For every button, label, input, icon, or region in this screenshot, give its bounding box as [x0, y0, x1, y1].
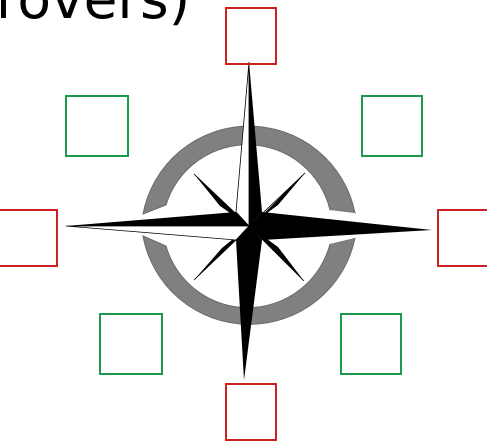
east-box: [438, 210, 487, 266]
star-point-west-light: [66, 226, 249, 240]
star-point-south: [236, 226, 262, 380]
compass-rose-icon: [66, 62, 432, 380]
west-box: [0, 210, 57, 266]
southeast-box: [341, 314, 401, 374]
southwest-box: [100, 314, 162, 374]
north-box: [226, 8, 276, 64]
northwest-box: [66, 96, 128, 156]
south-box: [226, 384, 276, 440]
northeast-box: [362, 96, 422, 156]
